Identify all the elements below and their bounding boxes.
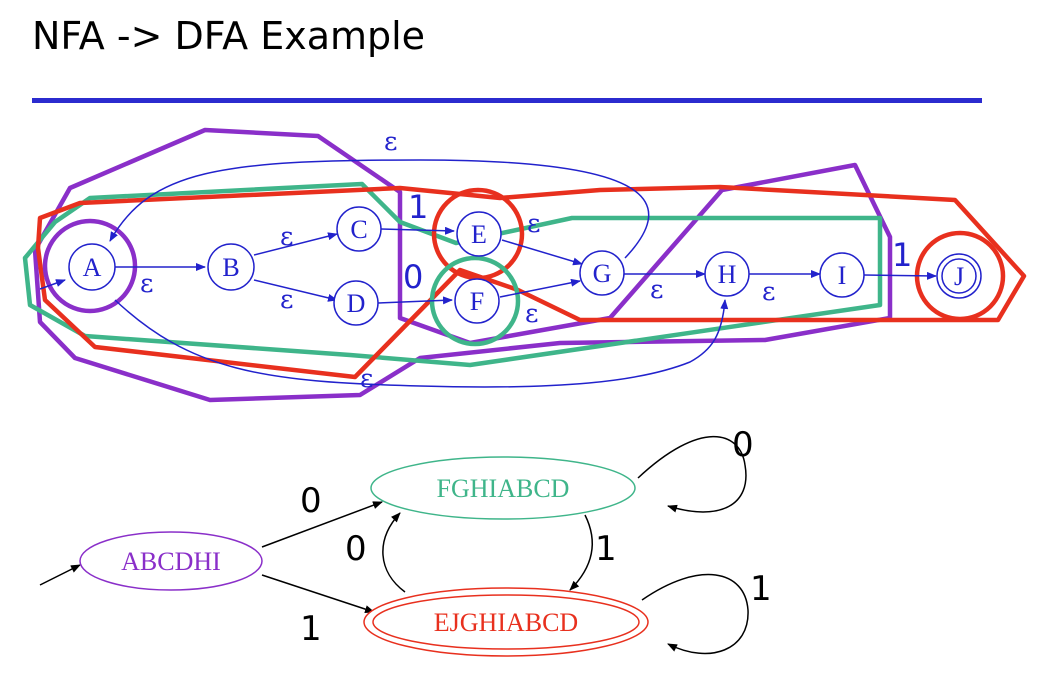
nfa-label-i: I bbox=[838, 261, 847, 290]
red-region-outline bbox=[35, 184, 1027, 380]
nfa-state-e bbox=[456, 211, 502, 257]
edge-a-h-epsilon bbox=[114, 299, 729, 388]
nfa-start-arrow bbox=[39, 279, 66, 290]
nfa-label-a: A bbox=[83, 253, 102, 282]
edge-e-g bbox=[501, 239, 583, 266]
dfa-label-ejghiabcd-1-loop: 1 bbox=[750, 569, 772, 609]
label-i-j: 1 bbox=[892, 236, 912, 274]
dfa-state-ejghiabcd-inner bbox=[372, 594, 640, 650]
label-g-h: ε bbox=[650, 275, 663, 305]
edge-b-c bbox=[253, 232, 338, 256]
dfa-edge-fghiabcd-ejghiabcd bbox=[569, 514, 593, 591]
dfa-label-abcdhi-1: 1 bbox=[300, 609, 322, 649]
slide-title: NFA -> DFA Example bbox=[32, 14, 426, 58]
edge-c-e bbox=[379, 226, 455, 235]
dfa-label-fghiabcd: FGHIABCD bbox=[437, 474, 570, 503]
purple-circle-a bbox=[42, 218, 138, 314]
green-region-outline bbox=[22, 181, 883, 368]
nfa-state-h bbox=[704, 251, 750, 297]
nfa-label-d: D bbox=[347, 289, 366, 318]
label-h-i: ε bbox=[762, 277, 775, 307]
label-d-f: 0 bbox=[403, 258, 423, 296]
dfa-label-fghiabcd-0-loop: 0 bbox=[732, 425, 754, 465]
red-circle-e bbox=[431, 187, 525, 281]
nfa-label-f: F bbox=[470, 287, 484, 316]
edge-f-g bbox=[499, 278, 581, 298]
title-rule bbox=[32, 98, 982, 103]
dfa-label-ejghiabcd: EJGHIABCD bbox=[434, 608, 578, 637]
label-b-c: ε bbox=[280, 222, 293, 252]
nfa-state-a bbox=[68, 243, 116, 291]
dfa-label-fghiabcd-1: 1 bbox=[595, 529, 617, 569]
nfa-label-g: G bbox=[593, 259, 612, 288]
dfa-edge-ejghiabcd-fghiabcd bbox=[382, 512, 406, 593]
edge-g-a-epsilon bbox=[109, 159, 650, 259]
purple-region-outline bbox=[32, 127, 893, 403]
dfa-state-fghiabcd bbox=[370, 456, 636, 520]
label-f-g: ε bbox=[525, 299, 538, 329]
nfa-state-c bbox=[336, 206, 382, 252]
label-a-b: ε bbox=[140, 269, 153, 299]
nfa-label-e: E bbox=[471, 220, 487, 249]
dfa-edge-abcdhi-fghiabcd bbox=[261, 501, 383, 548]
label-c-e: 1 bbox=[408, 188, 428, 226]
dfa-self-loop-fghiabcd bbox=[637, 435, 747, 513]
nfa-label-h: H bbox=[718, 260, 737, 289]
nfa-state-d bbox=[333, 280, 379, 326]
label-g-a: ε bbox=[384, 127, 397, 157]
nfa-label-b: B bbox=[222, 253, 239, 282]
dfa-label-ejghiabcd-0: 0 bbox=[345, 529, 367, 569]
nfa-state-g bbox=[579, 250, 625, 296]
dfa-edge-abcdhi-ejghiabcd bbox=[261, 574, 375, 613]
nfa-label-j: J bbox=[954, 262, 964, 291]
nfa-state-f bbox=[454, 278, 500, 324]
nfa-state-j-inner bbox=[941, 258, 977, 294]
dfa-state-abcdhi bbox=[79, 531, 263, 591]
edge-i-j bbox=[863, 271, 937, 280]
edge-d-f bbox=[377, 296, 453, 305]
label-a-h: ε bbox=[360, 364, 373, 394]
dfa-label-abcdhi-0: 0 bbox=[300, 481, 322, 521]
dfa-label-abcdhi: ABCDHI bbox=[121, 547, 221, 576]
label-b-d: ε bbox=[280, 285, 293, 315]
label-e-g: ε bbox=[527, 209, 540, 239]
dfa-start-arrow bbox=[39, 564, 81, 586]
edge-b-d bbox=[253, 279, 338, 302]
nfa-label-c: C bbox=[350, 215, 367, 244]
nfa-state-b bbox=[207, 243, 255, 291]
nfa-state-i bbox=[819, 252, 865, 298]
dfa-self-loop-ejghiabcd bbox=[641, 573, 749, 655]
